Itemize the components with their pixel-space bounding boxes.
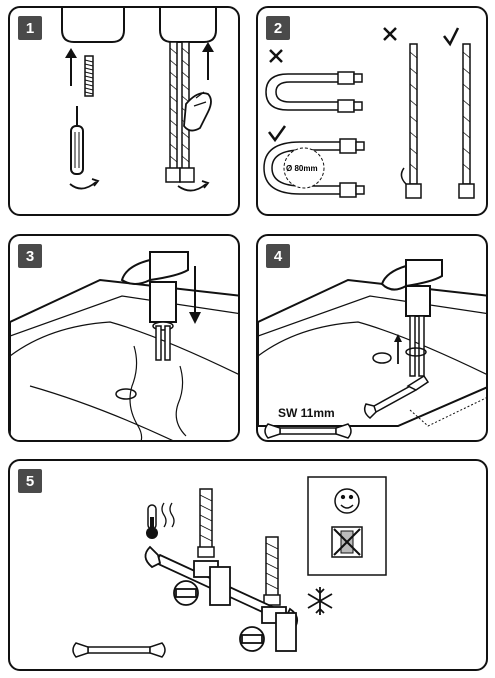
step-number-badge: 1 [18, 16, 42, 40]
rotate-arrow-icon [69, 181, 97, 190]
step-2-illustration: Ø 80mm [263, 27, 475, 199]
screwdriver-icon [70, 106, 84, 175]
rotate-arrow-icon [177, 183, 207, 192]
faucet [120, 251, 189, 323]
hose-wide-bend [263, 138, 365, 198]
washbasin [10, 278, 238, 440]
open-end-wrench-icon [264, 423, 352, 439]
up-arrow-icon [394, 334, 402, 364]
step-4-illustration [258, 259, 486, 439]
drain-hole [372, 352, 392, 364]
snowflake-icon [307, 587, 333, 615]
step-number-badge: 5 [18, 469, 42, 493]
panel-step-4: 4 SW 11mm [256, 234, 488, 442]
wrench-size-label: SW 11mm [278, 406, 335, 420]
panel-step-3: 3 [8, 234, 240, 442]
thermometer-heat-icon [146, 502, 175, 539]
cross-icon [269, 49, 283, 63]
damaged-hose-icon [331, 526, 363, 558]
drain-hole [115, 388, 137, 400]
check-icon [268, 125, 287, 143]
hose-tight-bend [265, 71, 363, 113]
angle-valve-cold [239, 606, 297, 652]
hoses [409, 315, 425, 377]
hoses [155, 325, 171, 361]
step-number-badge: 3 [18, 244, 42, 268]
open-end-wrench-icon [373, 383, 417, 413]
down-arrow-icon [189, 266, 201, 324]
up-arrow-icon [65, 48, 77, 86]
threaded-stud [84, 55, 94, 97]
diameter-label: Ø 80mm [286, 164, 318, 173]
faucet [380, 259, 443, 317]
hose-straight-correct [458, 43, 475, 199]
washbasin [258, 278, 486, 427]
step-5-illustration [72, 476, 387, 658]
up-arrow-icon [202, 42, 214, 80]
smiley-icon [334, 488, 360, 514]
step-number-badge: 4 [266, 244, 290, 268]
hose-straight-twisted [400, 43, 422, 199]
step-3-illustration [10, 251, 238, 440]
angle-valve-hot [173, 560, 231, 606]
open-end-wrench-icon [72, 642, 166, 658]
step-number-badge: 2 [266, 16, 290, 40]
legend-box [307, 476, 387, 576]
panel-step-1: 1 [8, 6, 240, 216]
check-icon [443, 27, 460, 47]
step-1-illustration [61, 8, 217, 192]
braided-hose-cold [263, 536, 281, 606]
cross-icon [383, 27, 397, 41]
panel-step-5: 5 [8, 459, 488, 671]
panel-step-2: 2 Ø 80mm [256, 6, 488, 216]
braided-hose-hot [197, 488, 215, 558]
